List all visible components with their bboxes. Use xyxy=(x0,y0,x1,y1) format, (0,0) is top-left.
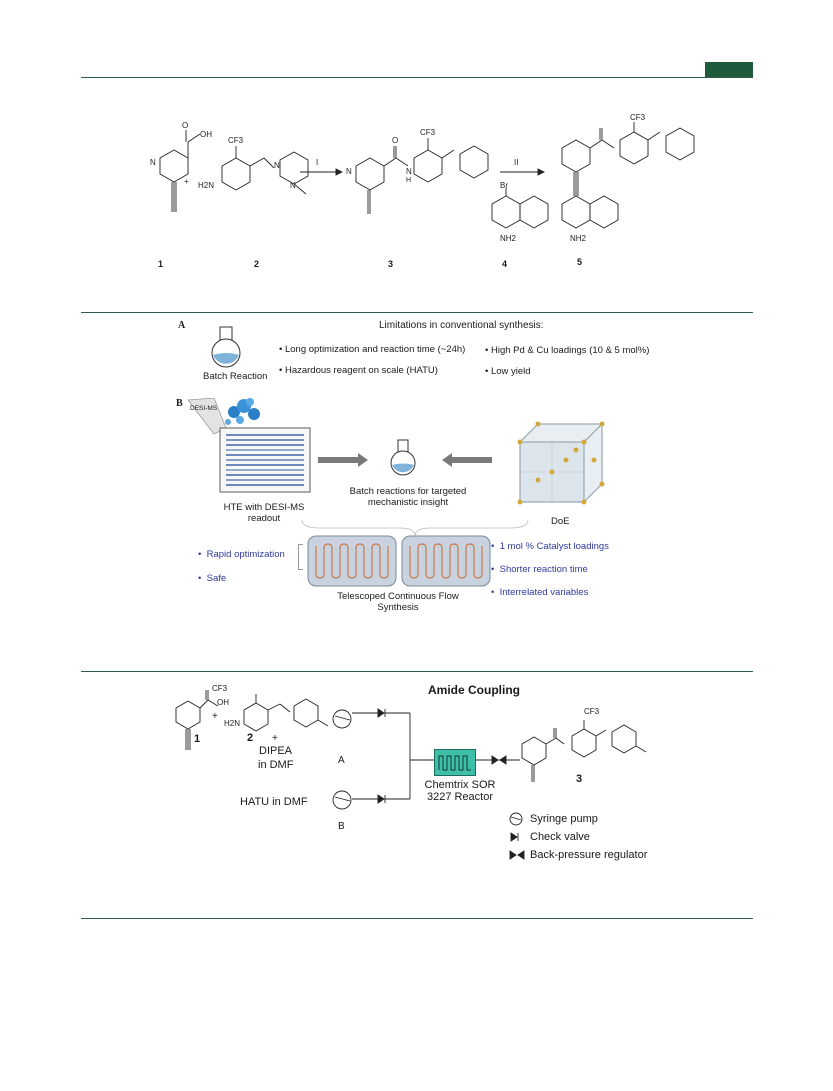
compound-label-2: 2 xyxy=(254,259,260,269)
back-pressure-regulator-icon xyxy=(509,850,517,860)
flow-compound-2: 2 xyxy=(247,732,254,744)
amide-coupling-title: Amide Coupling xyxy=(428,683,520,697)
atom-cf3: CF3 xyxy=(584,707,600,716)
atom-cf3: CF3 xyxy=(212,684,228,693)
atom-o: O xyxy=(182,121,188,130)
compound-label-5: 5 xyxy=(577,257,583,267)
flow-plus: + xyxy=(212,711,218,722)
atom-nh2: NH2 xyxy=(570,234,587,243)
compound-label-1: 1 xyxy=(158,259,164,269)
compound-4-structure xyxy=(491,188,549,229)
compound-3-structure xyxy=(355,138,489,214)
doe-cube-icon xyxy=(517,421,605,505)
flow-compound-1: 1 xyxy=(194,733,201,745)
hte-label: HTE with DESI-MS readout xyxy=(223,502,305,524)
doe-label: DoE xyxy=(551,516,570,527)
dipea-label: DIPEA xyxy=(259,745,293,757)
atom-n: N xyxy=(346,167,352,176)
reactor-chip-icon xyxy=(434,749,476,776)
legend-syringe-pump: Syringe pump xyxy=(530,813,598,825)
atom-h: H xyxy=(406,177,411,184)
syringe-pump-icon xyxy=(509,812,523,826)
batch-reaction-label: Batch Reaction xyxy=(203,371,268,382)
legend-back-pressure-regulator: Back-pressure regulator xyxy=(530,849,648,861)
panel-b-bullet: • Interrelated variables xyxy=(491,587,589,598)
hatu-label: HATU in DMF xyxy=(240,796,308,808)
atom-n: N xyxy=(406,167,412,176)
product-label-3: 3 xyxy=(576,773,583,785)
atom-cf3: CF3 xyxy=(630,113,646,122)
pump-a-label: A xyxy=(338,755,345,766)
panel-a-bullet: • High Pd & Cu loadings (10 & 5 mol%) xyxy=(485,345,650,356)
flow-plus: + xyxy=(272,733,278,744)
panel-a-letter: A xyxy=(178,320,186,331)
panel-b-letter: B xyxy=(176,398,183,409)
synthesis-scheme: N O OH + CF3 H2N N N I N O N H CF3 II xyxy=(150,113,695,243)
step-label-2: II xyxy=(514,158,518,167)
compound-2-structure xyxy=(221,146,309,195)
atom-n: N xyxy=(150,158,156,167)
in-dmf-label: in DMF xyxy=(258,759,294,771)
legend-icons xyxy=(509,812,525,860)
panel-a-bullet: • Low yield xyxy=(485,366,531,377)
panel-b-bullet: • 1 mol % Catalyst loadings xyxy=(491,541,609,552)
panel-b-arrows xyxy=(318,453,492,467)
footer-rule xyxy=(81,918,753,919)
flow-reactor-chips xyxy=(307,535,491,587)
batch-flask-icon xyxy=(390,439,416,476)
panel-b-bullet: • Shorter reaction time xyxy=(491,564,588,575)
pump-b-label: B xyxy=(338,821,345,832)
panel-a-heading: Limitations in conventional synthesis: xyxy=(379,320,544,331)
atom-nh2: NH2 xyxy=(500,234,517,243)
atom-nh2: H2N xyxy=(198,181,214,190)
step-label-1: I xyxy=(316,158,318,167)
atom-n: N xyxy=(274,161,280,170)
section-rule xyxy=(81,312,753,313)
header-color-block xyxy=(705,62,753,77)
product-3-structure xyxy=(521,720,647,782)
panel-b-bullet: • Safe xyxy=(198,573,227,584)
atom-br: Br xyxy=(500,181,508,190)
atom-o: O xyxy=(392,136,398,145)
compound-label-4: 4 xyxy=(502,259,508,269)
desi-ms-tag: DESI-MS xyxy=(190,405,218,412)
flow-scheme-diagram xyxy=(175,690,520,810)
flow-synthesis-label: Telescoped Continuous Flow Synthesis xyxy=(337,591,459,613)
atom-oh: OH xyxy=(217,698,229,707)
atom-cf3: CF3 xyxy=(420,128,436,137)
panel-a-bullet: • Hazardous reagent on scale (HATU) xyxy=(279,365,438,376)
panel-a-bullet: • Long optimization and reaction time (~… xyxy=(279,344,466,355)
batch-mechanistic-label: Batch reactions for targeted mechanistic… xyxy=(349,486,467,508)
reactor-label: Chemtrix SOR 3227 Reactor xyxy=(424,779,496,803)
compound-1-structure xyxy=(159,130,201,212)
atom-cf3: CF3 xyxy=(228,136,244,145)
panel-b-bullet: • Rapid optimization xyxy=(198,549,285,560)
batch-flask-icon xyxy=(211,326,241,368)
atom-n: N xyxy=(290,181,296,190)
check-valve-icon xyxy=(510,832,518,842)
plus-sign: + xyxy=(184,177,189,186)
compound-label-3: 3 xyxy=(388,259,394,269)
header-rule xyxy=(81,77,753,78)
section-rule xyxy=(81,671,753,672)
left-bracket xyxy=(298,544,303,570)
atom-nh2: H2N xyxy=(224,719,241,728)
legend-check-valve: Check valve xyxy=(530,831,590,843)
desi-ms-plate-icon xyxy=(187,398,311,493)
atom-oh: OH xyxy=(200,130,212,139)
compound-5-structure xyxy=(561,122,695,229)
